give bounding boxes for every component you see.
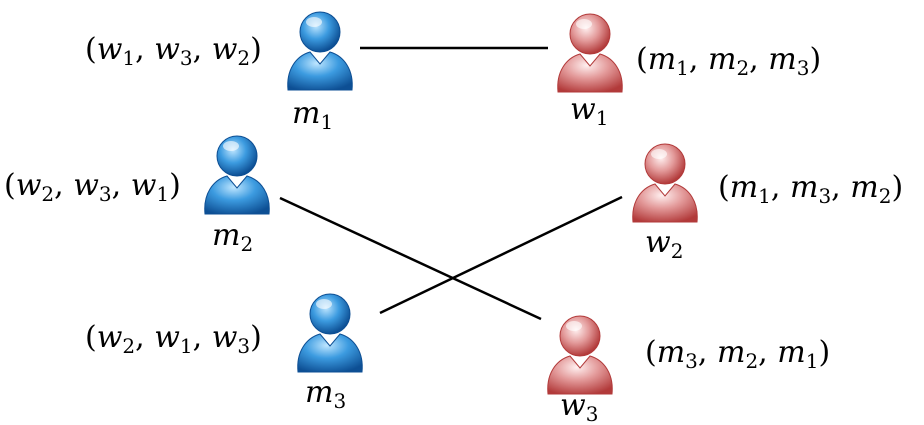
pref-index: 1 — [676, 56, 689, 80]
person-label-m2: m2 — [212, 218, 253, 256]
pref-letter: w — [15, 168, 42, 203]
pref-index: 2 — [878, 184, 892, 208]
label-index: 1 — [595, 106, 609, 130]
pref-letter: w — [154, 320, 180, 355]
label-letter: m — [305, 375, 334, 410]
pref-letter: w — [73, 168, 99, 203]
pref-index: 3 — [179, 46, 193, 70]
label-index: 1 — [320, 110, 334, 134]
pref-letter: m — [647, 42, 677, 77]
edge-m2-w3 — [279, 196, 542, 321]
pref-entry: m1 — [777, 335, 819, 373]
pref-entry: m3 — [768, 42, 810, 80]
woman-person-icon — [540, 312, 620, 400]
pref-entry: w3 — [211, 320, 251, 358]
preference-list-m2: (w2, w3, w1) — [4, 168, 181, 206]
pref-entry: m2 — [716, 335, 759, 373]
pref-index: 3 — [796, 56, 810, 80]
pref-entry: w2 — [15, 168, 55, 206]
pref-letter: w — [96, 32, 123, 67]
pref-index: 2 — [237, 46, 251, 70]
pref-entry: m2 — [707, 42, 750, 80]
pref-entry: m3 — [789, 170, 832, 208]
pref-letter: m — [850, 170, 879, 205]
pref-index: 3 — [818, 184, 832, 208]
label-letter: w — [570, 92, 596, 127]
pref-letter: w — [130, 168, 157, 203]
man-person-icon — [197, 132, 277, 220]
pref-index: 2 — [736, 56, 750, 80]
pref-index: 1 — [156, 182, 170, 206]
label-letter: w — [645, 225, 671, 260]
pref-letter: m — [768, 42, 797, 77]
person-label-m1: m1 — [292, 96, 333, 134]
pref-letter: m — [777, 335, 806, 370]
pref-letter: m — [729, 170, 759, 205]
pref-index: 2 — [41, 182, 55, 206]
edge-m3-w2 — [379, 195, 623, 315]
preference-list-w2: (m1, m3, m2) — [718, 170, 904, 208]
man-person-icon — [280, 8, 360, 96]
pref-entry: m3 — [656, 335, 698, 373]
woman-person-icon — [625, 140, 705, 228]
pref-index: 2 — [122, 334, 136, 358]
pref-index: 1 — [179, 334, 193, 358]
pref-letter: w — [96, 320, 123, 355]
pref-letter: m — [789, 170, 819, 205]
person-label-m3: m3 — [305, 375, 346, 413]
label-index: 3 — [585, 402, 599, 425]
label-letter: m — [292, 96, 321, 131]
pref-entry: m2 — [850, 170, 892, 208]
pref-index: 1 — [758, 184, 771, 208]
label-index: 2 — [240, 232, 254, 256]
pref-letter: w — [154, 32, 180, 67]
pref-entry: w1 — [96, 32, 136, 70]
pref-entry: w1 — [154, 320, 193, 358]
pref-index: 3 — [237, 334, 251, 358]
pref-index: 1 — [122, 46, 136, 70]
pref-entry: w1 — [130, 168, 170, 206]
woman-person-icon — [550, 10, 630, 98]
pref-letter: w — [211, 320, 238, 355]
preference-list-w3: (m3, m2, m1) — [645, 335, 831, 373]
man-person-icon — [290, 290, 370, 378]
preference-list-w1: (m1, m2, m3) — [636, 42, 822, 80]
label-letter: w — [560, 388, 586, 423]
pref-letter: m — [716, 335, 746, 370]
label-index: 3 — [333, 389, 347, 413]
pref-letter: m — [707, 42, 737, 77]
person-label-w3: w3 — [560, 388, 598, 425]
pref-letter: m — [656, 335, 686, 370]
pref-entry: m1 — [729, 170, 771, 208]
pref-entry: w3 — [73, 168, 112, 206]
pref-letter: w — [211, 32, 238, 67]
person-label-w1: w1 — [570, 92, 608, 130]
pref-entry: w2 — [96, 320, 136, 358]
pref-index: 2 — [745, 349, 759, 373]
pref-index: 3 — [685, 349, 698, 373]
label-letter: m — [212, 218, 241, 253]
preference-list-m1: (w1, w3, w2) — [85, 32, 262, 70]
pref-index: 3 — [98, 182, 112, 206]
pref-entry: w2 — [211, 32, 251, 70]
person-label-w2: w2 — [645, 225, 683, 263]
preference-list-m3: (w2, w1, w3) — [85, 320, 262, 358]
pref-index: 1 — [805, 349, 819, 373]
pref-entry: m1 — [647, 42, 689, 80]
pref-entry: w3 — [154, 32, 193, 70]
label-index: 2 — [670, 239, 684, 263]
